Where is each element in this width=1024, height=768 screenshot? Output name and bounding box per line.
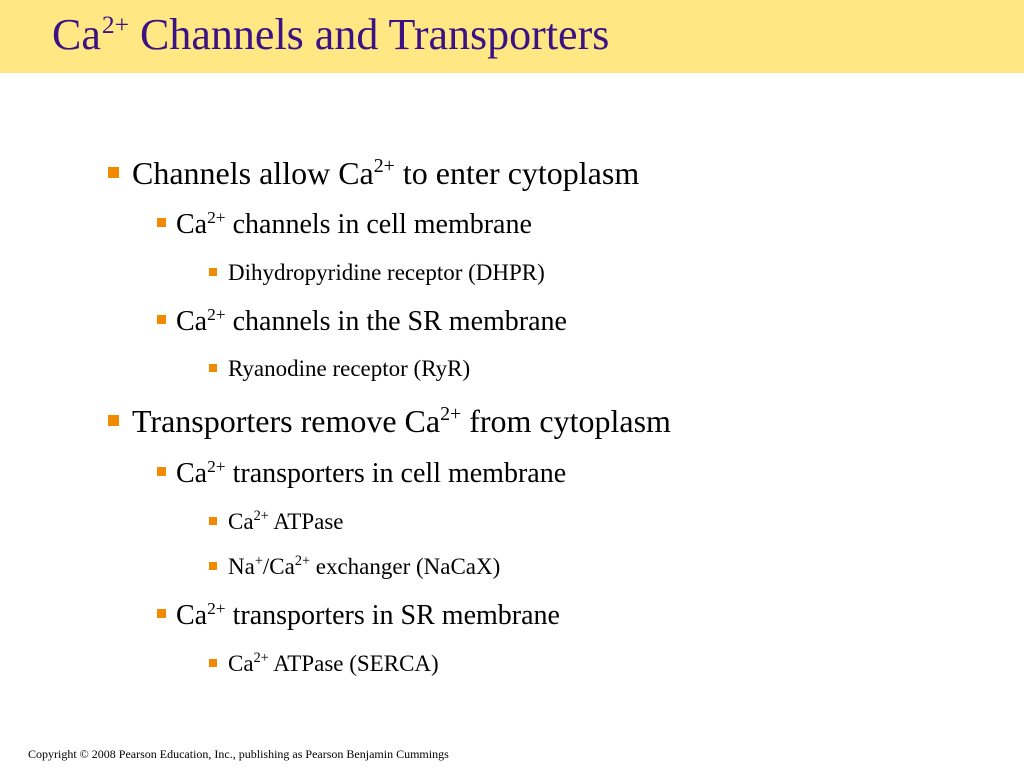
bullet-level-2: Ca2+ transporters in cell membrane xyxy=(157,456,567,489)
square-bullet-icon xyxy=(157,609,166,619)
superscript: 2+ xyxy=(440,403,462,426)
bullet-level-2: Ca2+ channels in cell membrane xyxy=(157,207,532,240)
superscript: 2+ xyxy=(207,456,226,476)
superscript: 2+ xyxy=(253,508,269,525)
text-segment: Ryanodine receptor (RyR) xyxy=(228,356,471,381)
bullet-level-3: Ca2+ ATPase (SERCA) xyxy=(209,651,439,676)
bullet-level-3: Ryanodine receptor (RyR) xyxy=(209,357,470,380)
square-bullet-icon xyxy=(209,658,217,667)
bullet-text: Ca2+ ATPase (SERCA) xyxy=(228,651,439,676)
superscript: 2+ xyxy=(253,650,269,667)
square-bullet-icon xyxy=(157,467,166,477)
bullet-text: Ca2+ ATPase xyxy=(228,509,343,534)
bullet-level-1: Transporters remove Ca2+ from cytoplasm xyxy=(108,403,671,439)
superscript: 2+ xyxy=(207,598,226,618)
text-segment: transporters in cell membrane xyxy=(225,458,567,489)
superscript: 2+ xyxy=(207,207,226,227)
text-segment: Na xyxy=(228,554,255,579)
text-segment: Transporters remove Ca xyxy=(132,403,441,439)
title-superscript: 2+ xyxy=(101,10,130,40)
copyright-footer: Copyright © 2008 Pearson Education, Inc.… xyxy=(28,747,449,761)
bullet-text: Na+/Ca2+ exchanger (NaCaX) xyxy=(228,554,500,579)
text-segment: /Ca xyxy=(262,554,295,579)
square-bullet-icon xyxy=(157,315,166,325)
square-bullet-icon xyxy=(108,415,119,427)
square-bullet-icon xyxy=(209,516,217,525)
bullet-text: Ca2+ transporters in SR membrane xyxy=(176,598,560,631)
square-bullet-icon xyxy=(209,363,217,372)
title-text-ca: Ca xyxy=(52,10,101,59)
text-segment: to enter cytoplasm xyxy=(394,155,640,191)
text-segment: ATPase (SERCA) xyxy=(268,651,439,676)
bullet-text: Dihydropyridine receptor (DHPR) xyxy=(228,260,545,285)
bullet-level-3: Dihydropyridine receptor (DHPR) xyxy=(209,261,545,284)
square-bullet-icon xyxy=(108,167,119,179)
text-segment: exchanger (NaCaX) xyxy=(310,554,501,579)
bullet-level-3: Na+/Ca2+ exchanger (NaCaX) xyxy=(209,554,500,579)
bullet-level-1: Channels allow Ca2+ to enter cytoplasm xyxy=(108,155,639,191)
text-segment: Ca xyxy=(176,306,208,337)
bullet-text: Channels allow Ca2+ to enter cytoplasm xyxy=(132,155,639,191)
bullet-text: Ca2+ channels in cell membrane xyxy=(176,207,532,240)
title-text-rest: Channels and Transporters xyxy=(129,10,610,59)
bullet-level-2: Ca2+ transporters in SR membrane xyxy=(157,598,560,631)
text-segment: Ca xyxy=(176,600,208,631)
text-segment: transporters in SR membrane xyxy=(225,600,560,631)
slide-title: Ca2+ Channels and Transporters xyxy=(52,10,610,59)
bullet-level-2: Ca2+ channels in the SR membrane xyxy=(157,304,567,337)
bullet-text: Ryanodine receptor (RyR) xyxy=(228,356,470,381)
superscript: 2+ xyxy=(373,155,395,178)
text-segment: Channels allow Ca xyxy=(132,155,374,191)
text-segment: ATPase xyxy=(268,509,344,534)
text-segment: channels in cell membrane xyxy=(225,209,532,240)
bullet-text: Transporters remove Ca2+ from cytoplasm xyxy=(132,403,671,439)
text-segment: Ca xyxy=(228,509,254,534)
text-segment: channels in the SR membrane xyxy=(225,306,567,337)
text-segment: Ca xyxy=(228,651,254,676)
text-segment: Dihydropyridine receptor (DHPR) xyxy=(228,260,545,285)
square-bullet-icon xyxy=(209,267,217,276)
text-segment: Ca xyxy=(176,209,208,240)
superscript: 2+ xyxy=(294,553,310,570)
bullet-text: Ca2+ channels in the SR membrane xyxy=(176,304,567,337)
square-bullet-icon xyxy=(209,561,217,570)
title-bar xyxy=(0,0,1024,73)
bullet-level-3: Ca2+ ATPase xyxy=(209,509,343,534)
square-bullet-icon xyxy=(157,218,166,228)
text-segment: from cytoplasm xyxy=(461,403,671,439)
bullet-text: Ca2+ transporters in cell membrane xyxy=(176,456,567,489)
superscript: + xyxy=(254,553,263,570)
text-segment: Ca xyxy=(176,458,208,489)
superscript: 2+ xyxy=(207,304,226,324)
